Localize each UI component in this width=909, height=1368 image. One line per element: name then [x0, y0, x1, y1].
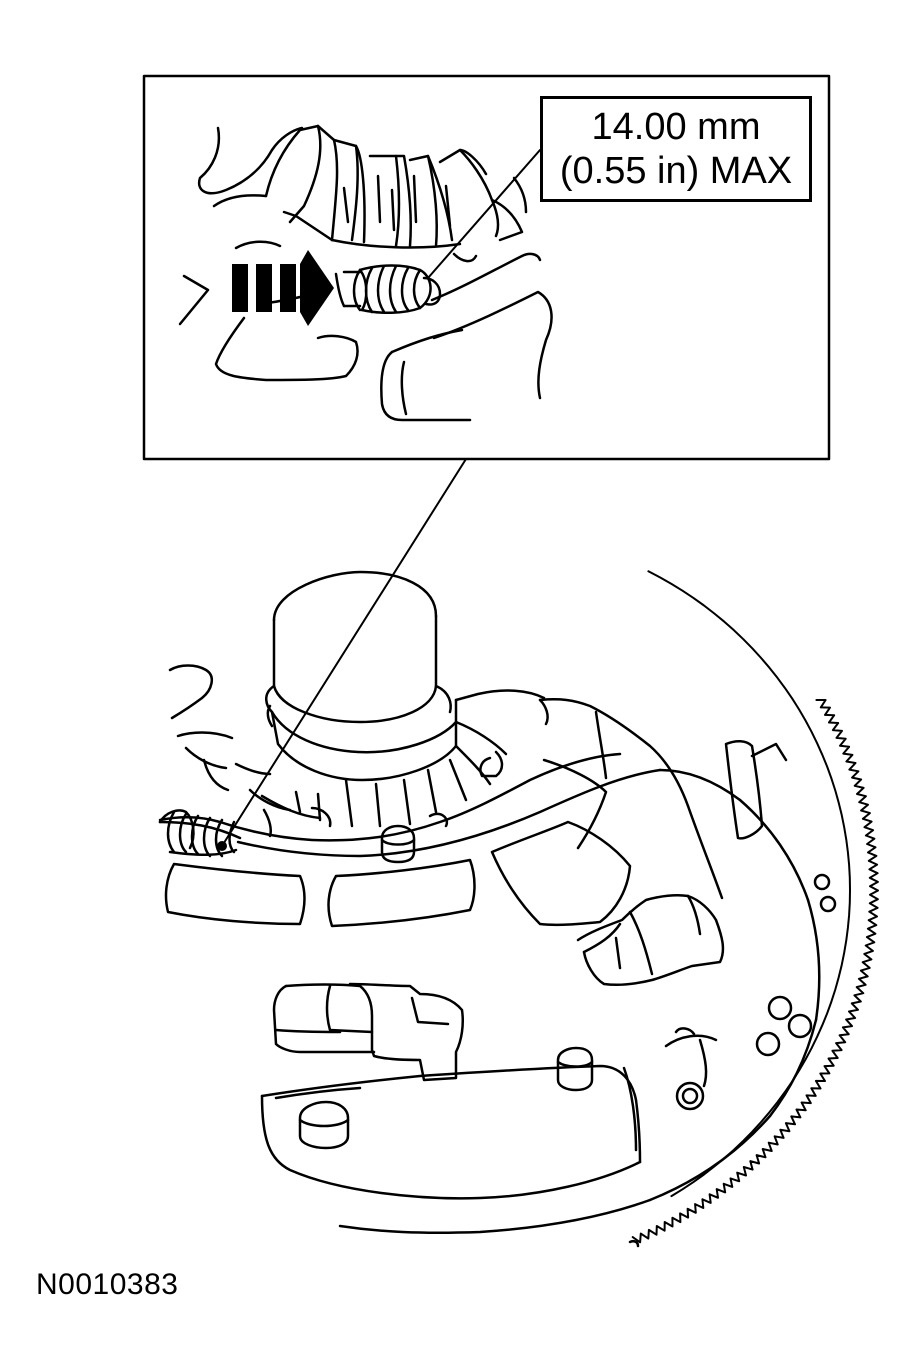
leader-dot: [217, 841, 227, 851]
figure-id-label: N0010383: [36, 1268, 179, 1301]
callout-metric-value: 14.00 mm: [591, 106, 761, 148]
gear-tooth-tail: [628, 1239, 640, 1248]
diaphragm-spring-fingers: [168, 664, 549, 838]
pilot-hub-cylinder: [265, 570, 458, 782]
callout-imperial-value: (0.55 in) MAX: [559, 150, 793, 192]
dimension-callout-box: 14.00 mm (0.55 in) MAX: [540, 96, 812, 202]
ring-gear-teeth: [631, 699, 879, 1244]
detail-inset-frame: [142, 74, 831, 461]
inset-plate-surface: [178, 240, 553, 422]
spring-assembly-main: [158, 809, 242, 858]
clutch-cover-plate: [158, 698, 821, 1234]
drive-straps-and-lugs: [272, 893, 725, 1082]
inset-leader-line: [221, 458, 467, 847]
callout-leader-line: [427, 149, 541, 279]
flywheel-outer-edge: [647, 570, 851, 1198]
direction-arrow-icon: [232, 250, 334, 326]
flywheel-bolt-holes: [675, 873, 837, 1111]
inset-spring-close-up: [334, 264, 442, 314]
inset-diaphragm-fingers: [197, 124, 528, 263]
rivet-bosses: [298, 824, 718, 1150]
friction-windows: [164, 740, 788, 928]
